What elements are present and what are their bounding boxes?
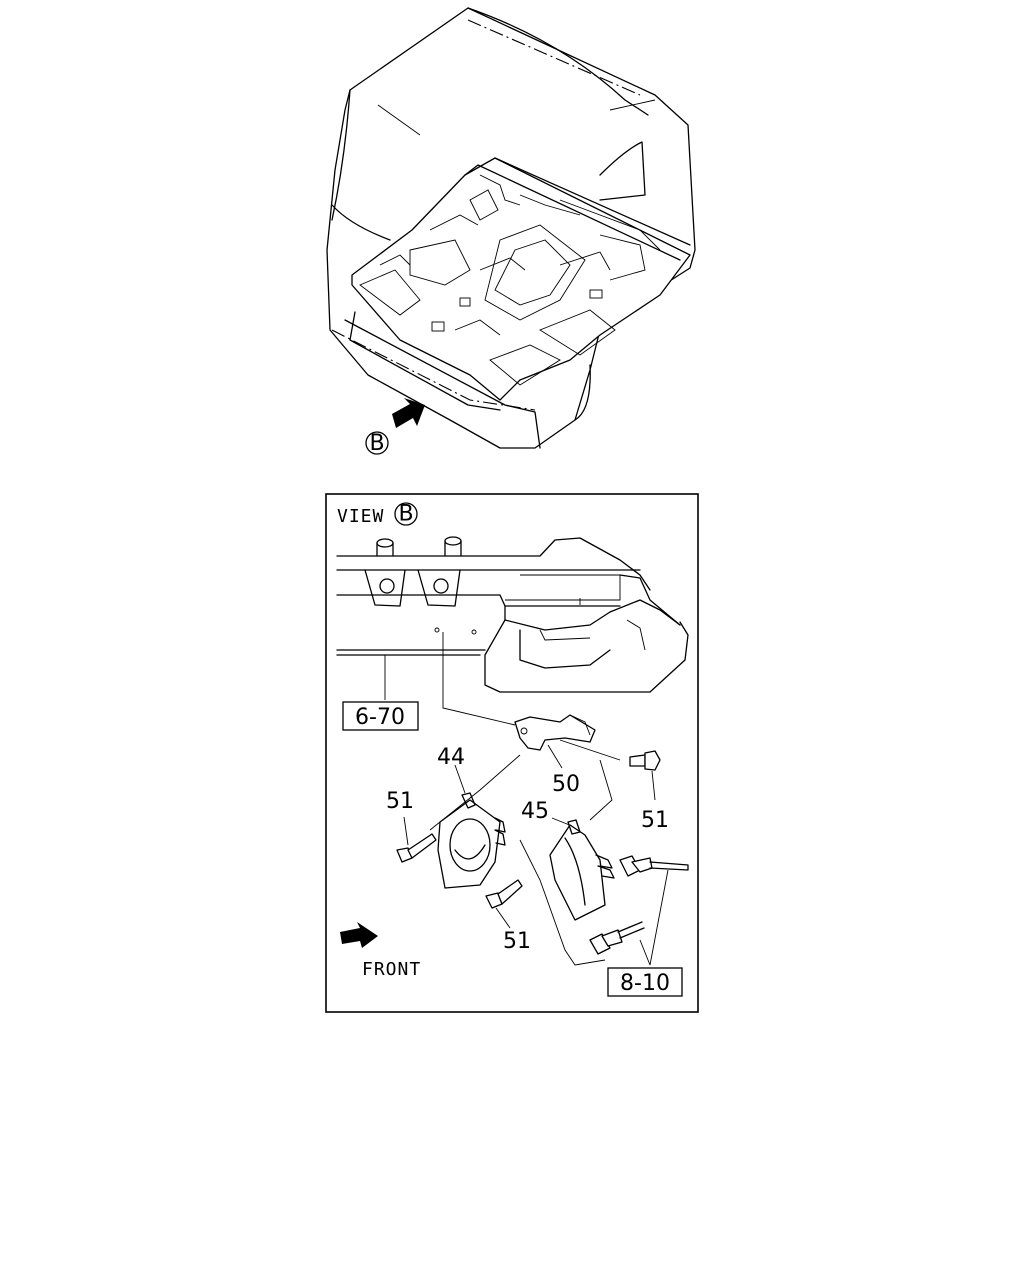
bolt-bottom (485, 879, 523, 909)
part-number-51-left: 51 (386, 789, 414, 814)
part-number-45: 45 (521, 799, 549, 824)
view-b-panel: VIEW B (325, 493, 699, 1013)
bolt-right-leader (559, 739, 621, 761)
view-title-circle (394, 502, 418, 526)
horn-bracket (514, 714, 596, 751)
ref-label-8-10: 8-10 (620, 971, 670, 996)
bolt-right (629, 750, 661, 771)
view-b-callout-letter: B (369, 431, 384, 456)
view-title-letter: B (398, 502, 413, 527)
assembly-line-harness (519, 839, 606, 966)
p44-leader (454, 764, 466, 794)
bracket-leader-line (442, 632, 516, 726)
view-title-word: VIEW (337, 506, 384, 527)
part-number-44: 44 (437, 745, 465, 770)
ref-8-10-leader (639, 869, 669, 966)
floor-panel (351, 157, 691, 401)
part-number-51-right: 51 (641, 808, 669, 833)
horn-45 (549, 819, 615, 921)
horn-44 (437, 792, 506, 889)
p50-leader (547, 744, 563, 769)
p51-bottom-leader (495, 907, 511, 929)
bolt-left (396, 833, 437, 863)
part-number-50: 50 (552, 772, 580, 797)
p51-left-leader (403, 816, 409, 846)
harness-connector-lower (589, 921, 645, 955)
view-direction-arrow (392, 398, 425, 428)
p51-right-leader (651, 770, 656, 801)
view-b-callout-circle (365, 431, 389, 455)
frame-rail (336, 536, 689, 693)
p45-leader (551, 817, 573, 827)
front-label: FRONT (362, 959, 421, 980)
view-b-frame (325, 493, 699, 1013)
ref-box-8-10 (607, 967, 683, 997)
cab-illustration: B (326, 7, 696, 456)
harness-connector-upper (619, 855, 689, 877)
ref-label-6-70: 6-70 (355, 705, 405, 730)
ref-box-6-70 (342, 701, 419, 731)
assembly-line-45 (589, 759, 613, 821)
part-number-51-bottom: 51 (503, 929, 531, 954)
front-arrow-icon (340, 922, 378, 948)
